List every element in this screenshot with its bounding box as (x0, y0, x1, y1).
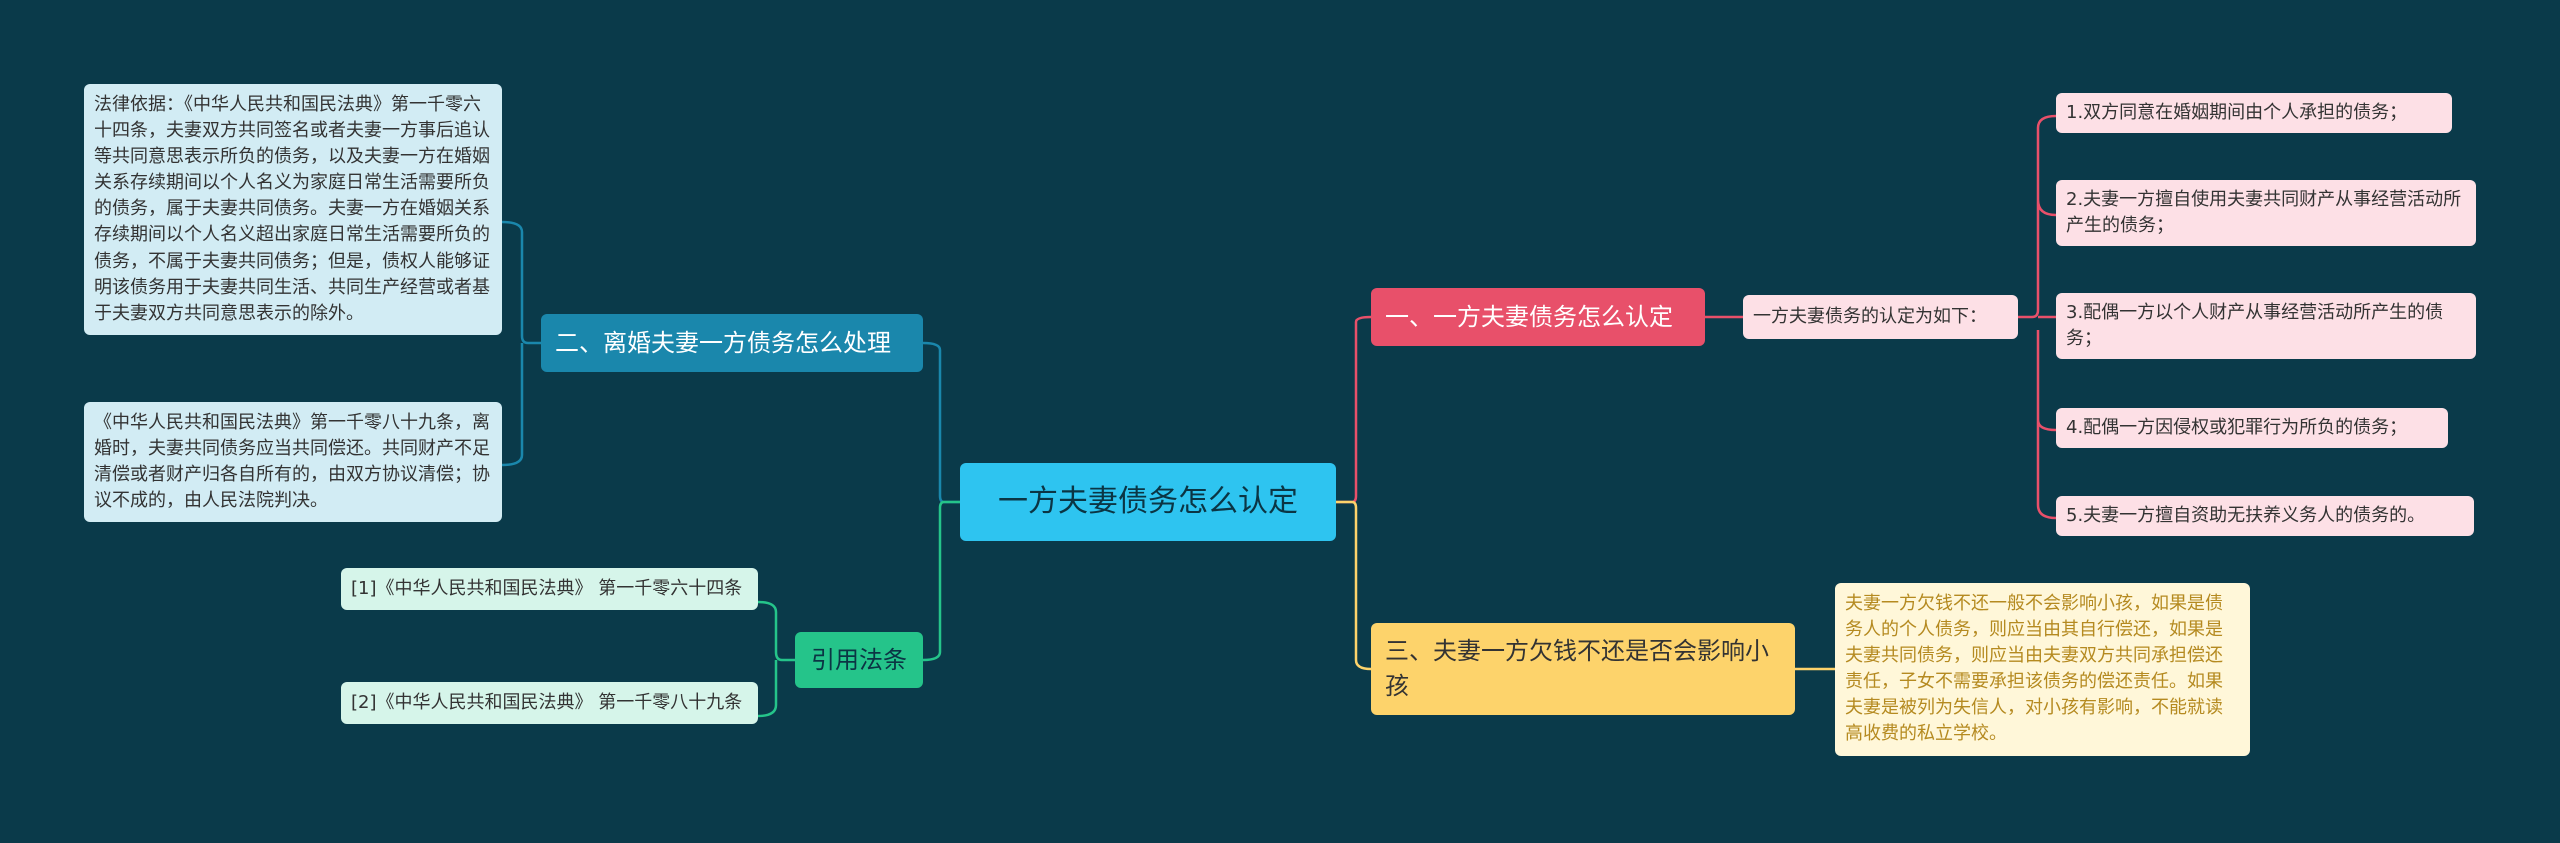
edge-branch4-items (757, 600, 795, 718)
branch1-item-1[interactable]: 1.双方同意在婚姻期间由个人承担的债务； (2056, 93, 2452, 134)
edge-root-branch2 (922, 341, 960, 504)
branch2-item-2[interactable]: 《中华人民共和国民法典》第一千零八十九条，离婚时，夫妻共同债务应当共同偿还。共同… (84, 402, 502, 523)
branch1-item-4[interactable]: 4.配偶一方因侵权或犯罪行为所负的债务； (2056, 408, 2448, 449)
branch4-item-1[interactable]: [1]《中华人民共和国民法典》 第一千零六十四条 (341, 568, 758, 611)
edge-root-branch4 (922, 500, 960, 662)
branch1-item-5[interactable]: 5.夫妻一方擅自资助无扶养义务人的债务的。 (2056, 496, 2474, 537)
branch1-item-3[interactable]: 3.配偶一方以个人财产从事经营活动所产生的债务； (2056, 293, 2476, 360)
branch3-node[interactable]: 三、夫妻一方欠钱不还是否会影响小孩 (1371, 623, 1795, 715)
branch2-item-1[interactable]: 法律依据：《中华人民共和国民法典》第一千零六十四条，夫妻双方共同签名或者夫妻一方… (84, 84, 502, 335)
root-node[interactable]: 一方夫妻债务怎么认定 (960, 463, 1336, 541)
branch4-node[interactable]: 引用法条 (795, 632, 923, 688)
edge-sub-items (2018, 114, 2057, 520)
branch3-detail-node[interactable]: 夫妻一方欠钱不还一般不会影响小孩，如果是债务人的个人债务，则应当由其自行偿还，如… (1835, 583, 2250, 756)
edge-root-branch3 (1336, 500, 1372, 671)
branch4-item-2[interactable]: [2]《中华人民共和国民法典》 第一千零八十九条 (341, 682, 758, 725)
edge-root-branch1 (1336, 315, 1372, 504)
branch1-item-2[interactable]: 2.夫妻一方擅自使用夫妻共同财产从事经营活动所产生的债务； (2056, 180, 2476, 247)
edge-branch2-items (501, 220, 541, 467)
branch2-node[interactable]: 二、离婚夫妻一方债务怎么处理 (541, 314, 923, 372)
branch1-sub-node[interactable]: 一方夫妻债务的认定为如下： (1743, 295, 2018, 339)
branch1-node[interactable]: 一、一方夫妻债务怎么认定 (1371, 288, 1705, 346)
